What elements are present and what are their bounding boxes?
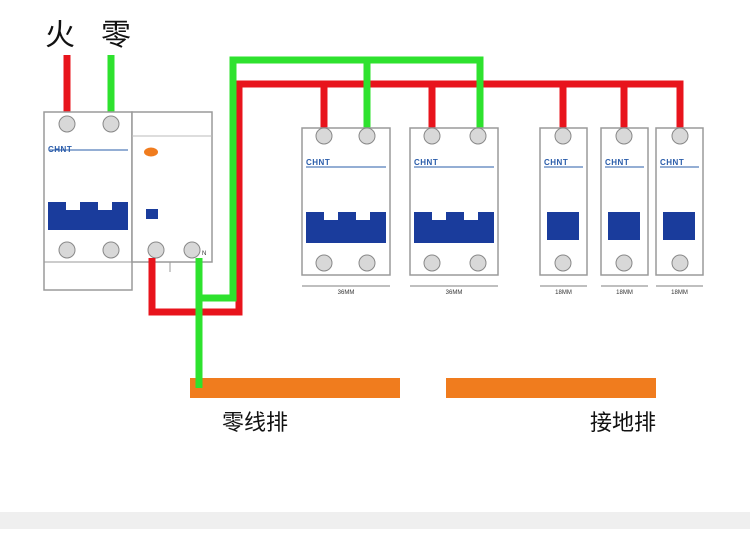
footer-band bbox=[0, 512, 750, 529]
branch-breaker-4 bbox=[600, 127, 649, 287]
width-label-1: 36MM bbox=[337, 290, 355, 296]
ground-busbar bbox=[446, 378, 656, 398]
brand-branch-3: CHNT bbox=[544, 158, 569, 167]
brand-branch-4: CHNT bbox=[605, 158, 630, 167]
brand-branch-5: CHNT bbox=[660, 158, 685, 167]
width-label-4: 18MM bbox=[616, 290, 633, 296]
rcd-module bbox=[131, 111, 213, 272]
branch-breaker-3 bbox=[539, 127, 588, 287]
brand-main: CHNT bbox=[48, 145, 73, 154]
rcd-toggle bbox=[146, 209, 158, 219]
brand-branch-2: CHNT bbox=[414, 158, 439, 167]
test-indicator bbox=[144, 147, 158, 157]
neutral-bar-label: 零线排 bbox=[222, 411, 289, 436]
rcd-live-out bbox=[148, 80, 684, 316]
branch-breaker-5 bbox=[655, 127, 704, 287]
n-terminal-label: N bbox=[202, 251, 207, 257]
neutral-busbar bbox=[190, 378, 400, 398]
neutral-label: 零 bbox=[101, 18, 131, 53]
width-label-3: 18MM bbox=[555, 290, 572, 296]
width-label-2: 36MM bbox=[445, 290, 463, 296]
brand-branch-1: CHNT bbox=[306, 158, 331, 167]
main-breaker bbox=[43, 111, 133, 291]
branch-breaker-1 bbox=[301, 127, 391, 287]
live-label: 火 bbox=[45, 18, 75, 53]
width-label-5: 18MM bbox=[671, 290, 688, 296]
ground-bar-label: 接地排 bbox=[590, 411, 657, 436]
rcd-neutral-out bbox=[195, 56, 484, 302]
branch-breaker-2 bbox=[409, 127, 499, 287]
